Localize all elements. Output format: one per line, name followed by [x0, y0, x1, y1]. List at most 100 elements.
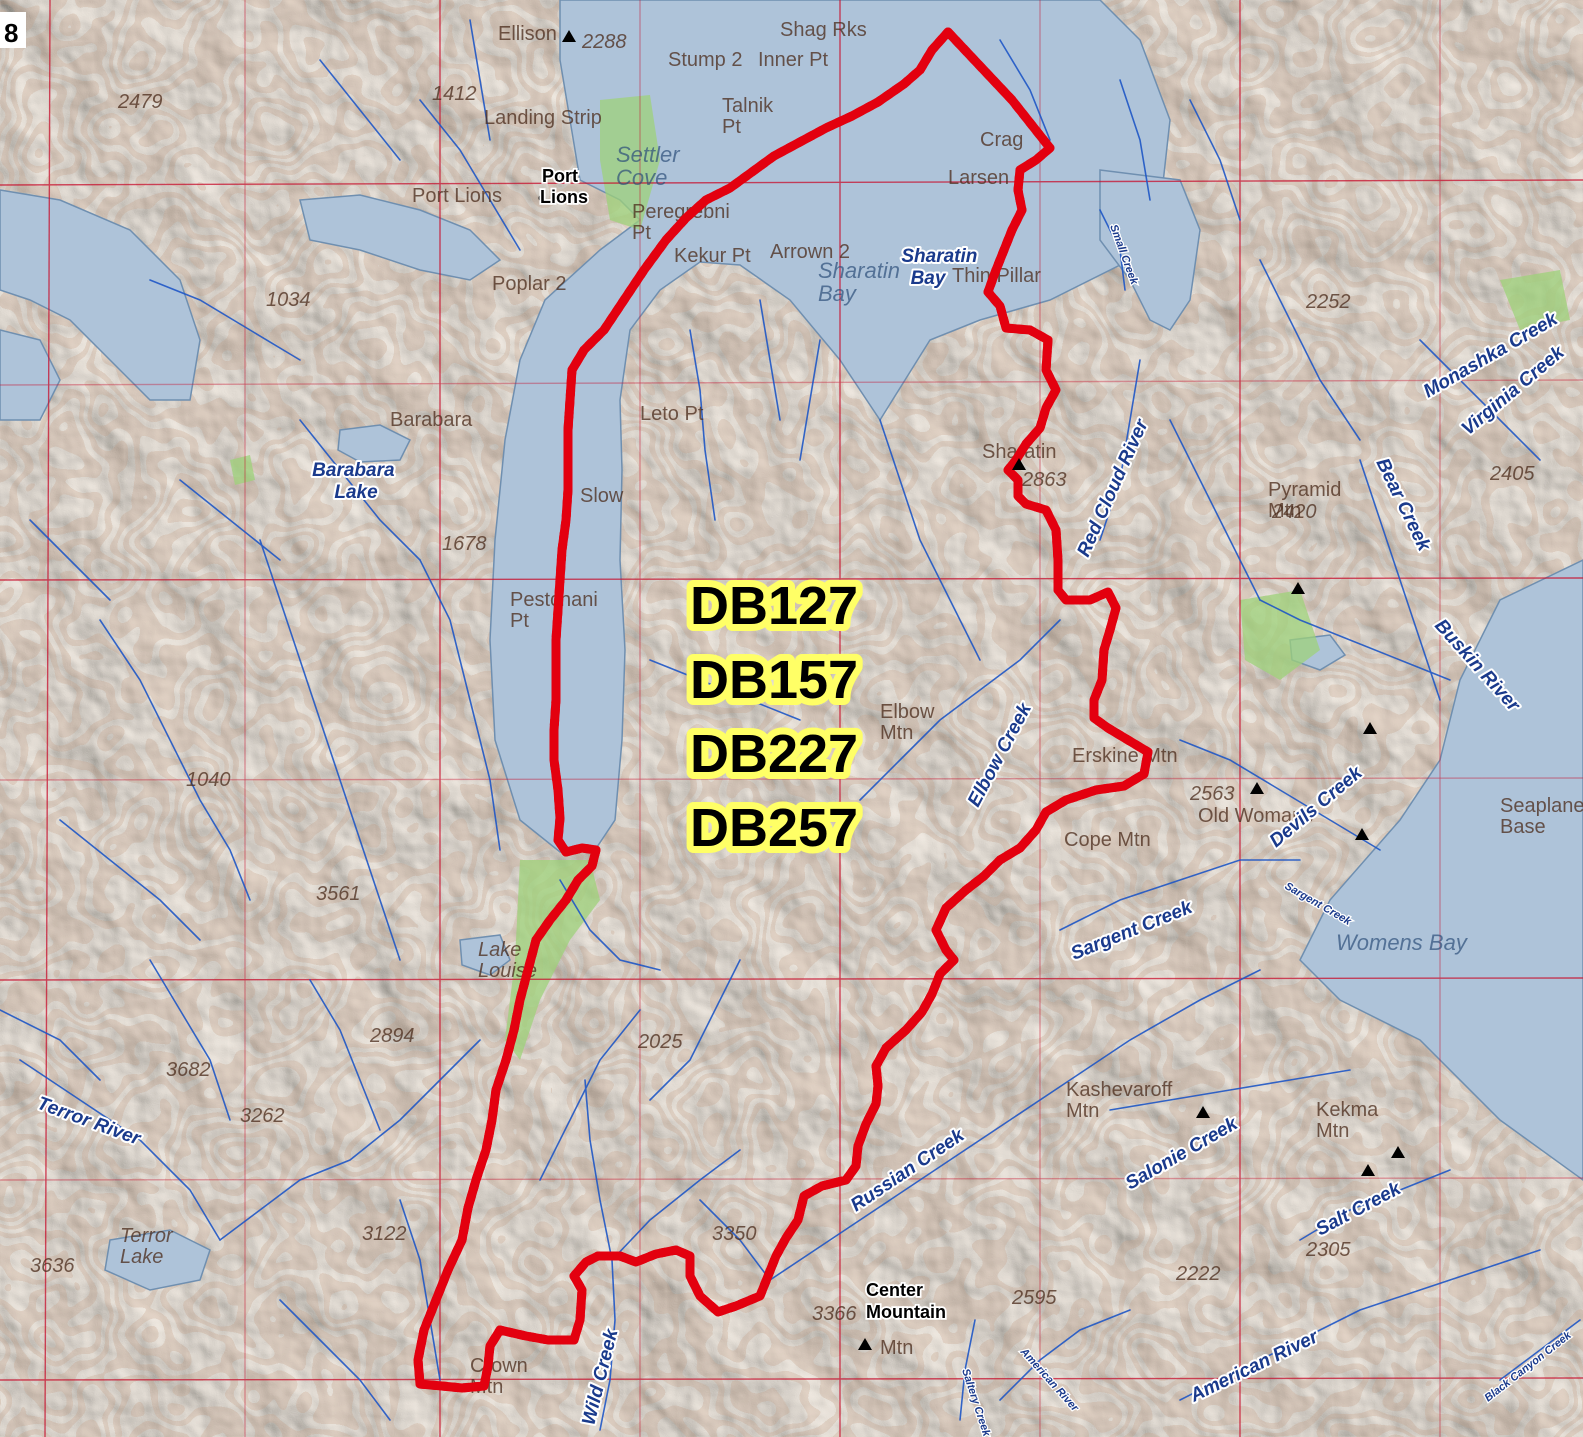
stream — [1499, 1319, 1581, 1381]
basemap-label-leto-pt: Leto Pt — [640, 403, 704, 425]
stream — [149, 279, 301, 361]
stream — [59, 819, 201, 941]
ellison-peak-icon — [562, 30, 576, 42]
basemap-label-port-lions: Port Lions — [412, 185, 502, 207]
map-number-background — [0, 12, 26, 48]
place-label-line: Mountain — [866, 1302, 946, 1322]
stream — [769, 969, 1261, 1281]
basemap-label-elev: 2479 — [117, 91, 163, 113]
vegetation-patches — [230, 95, 1570, 1060]
label-line: Pt — [510, 610, 529, 632]
basemap-label-elev: 2563 — [1189, 783, 1235, 805]
basemap-label-stump: Stump 2 — [668, 49, 742, 71]
womens-bay-water — [1299, 559, 1583, 1181]
stream — [539, 1009, 641, 1181]
basemap-label-barabara: Barabara — [390, 409, 473, 431]
old-womans-peak-icon — [1250, 782, 1264, 794]
stream — [1109, 1069, 1351, 1111]
label-line: Pt — [722, 116, 741, 138]
basemap-label-shag-rks: Shag Rks — [780, 19, 867, 41]
basemap-label-elev: 3636 — [30, 1255, 75, 1277]
label-line: Terror — [120, 1225, 174, 1247]
label-line: Bay — [818, 281, 858, 306]
basemap-label-arrown: Arrown 2 — [770, 241, 850, 263]
place-label-line: Center — [866, 1280, 923, 1300]
stream — [419, 559, 501, 851]
stream-network — [0, 19, 1581, 1431]
stream — [399, 1199, 441, 1381]
stream — [99, 619, 251, 901]
stream — [559, 879, 661, 971]
place-labels: Port Lions Center Mountain — [538, 164, 947, 1324]
basemap-label-elev: 2420 — [1271, 501, 1317, 523]
stream — [29, 519, 111, 601]
stream — [1169, 419, 1261, 601]
water-bodies — [0, 0, 1583, 1291]
place-label-port-lions: Port Lions — [540, 166, 588, 207]
stream — [859, 619, 1061, 801]
basemap-label-poplar: Poplar 2 — [492, 273, 567, 295]
basemap-label-elev: 2894 — [369, 1025, 415, 1047]
unit-code-label: DB257 — [690, 798, 858, 858]
vegetation-patch — [1500, 270, 1570, 330]
stream — [299, 419, 421, 561]
stream — [879, 419, 981, 661]
water-labels: Barabara Lake Sharatin Bay — [310, 244, 979, 505]
west-inlet-water — [0, 189, 201, 401]
grid-line — [44, 0, 51, 1437]
unit-code-labels: DB127 DB157 DB227 DB257 — [683, 569, 865, 865]
vegetation-patch — [1240, 590, 1320, 680]
stream — [759, 299, 781, 421]
label-line: Pt — [632, 222, 651, 244]
pyramid-peak-icon — [1291, 582, 1305, 594]
stream — [689, 329, 716, 521]
basemap-label-crag: Crag — [980, 129, 1023, 151]
stream — [1099, 209, 1126, 291]
water-label-line: Bay — [911, 268, 947, 289]
unit-code-label: DB157 — [690, 650, 858, 710]
erskine-peak-icon — [1363, 722, 1377, 734]
kekma-peak-2-icon — [1361, 1164, 1375, 1176]
basemap-label-elev-2863: 2863 — [1021, 469, 1067, 491]
label-line: Crown — [470, 1355, 528, 1377]
vegetation-patch — [600, 95, 660, 230]
stream — [1099, 359, 1141, 541]
vegetation-patch — [230, 455, 255, 485]
map-number-badge: 8 — [0, 12, 26, 48]
unit-code-label: DB127 — [690, 576, 858, 636]
kizhuyak-bay-water — [489, 0, 1171, 853]
label-line: Lake — [120, 1246, 163, 1268]
basemap-label-erskine: Erskine Mtn — [1072, 745, 1178, 767]
vegetation-patch — [505, 860, 600, 1060]
label-line: Cove — [616, 165, 667, 190]
grid-line — [0, 977, 1583, 981]
stream — [1419, 339, 1541, 461]
label-line: Mtn — [1316, 1120, 1349, 1142]
unit-code-label: DB227 — [690, 724, 858, 784]
port-lions-cove-water — [299, 194, 502, 281]
basemap-label-elev: 3366 — [812, 1303, 857, 1325]
basemap-label-elev: 1040 — [186, 769, 231, 791]
stream — [999, 39, 1051, 141]
stream — [1359, 459, 1441, 701]
basemap-label-elev: 2222 — [1175, 1263, 1221, 1285]
grid-line — [0, 577, 1583, 581]
stream — [279, 1299, 391, 1421]
label-line: Lake — [478, 939, 521, 961]
label-line: Mtn — [880, 722, 913, 744]
label-line: Kashevaroff — [1066, 1079, 1173, 1101]
label-line: Mtn — [1066, 1100, 1099, 1122]
basemap-label-elev: 3350 — [712, 1223, 757, 1245]
grid-line — [0, 1377, 1583, 1381]
stream — [1059, 859, 1301, 931]
label-line: Base — [1500, 816, 1546, 838]
map-number: 8 — [4, 18, 18, 48]
place-label-line: Lions — [540, 187, 588, 207]
barabara-lake-water — [337, 424, 412, 463]
grid-line — [0, 1177, 1583, 1181]
label-line: Pyramid — [1268, 479, 1341, 501]
